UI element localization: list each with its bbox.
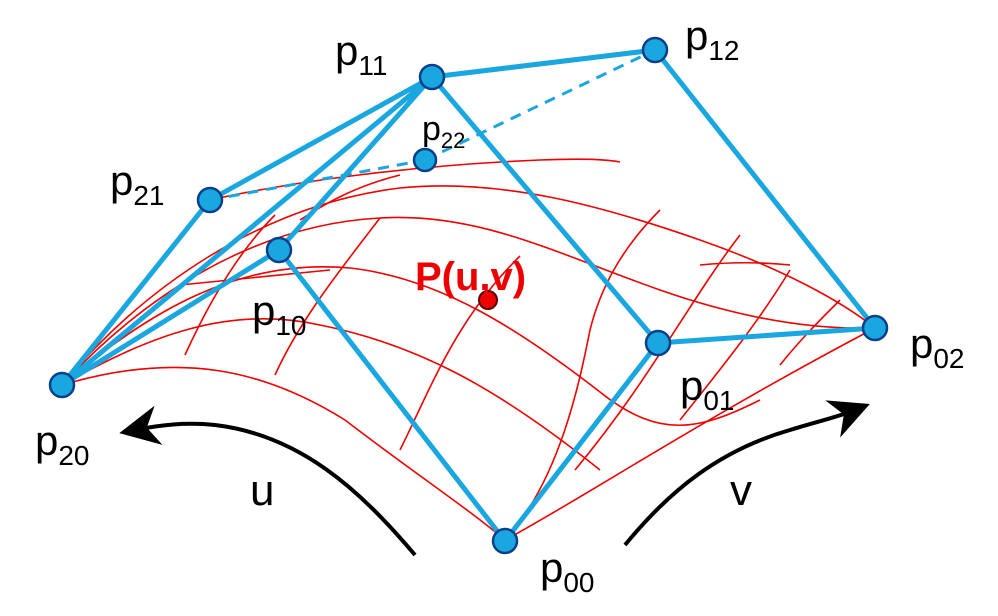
control-point-p22 bbox=[412, 147, 438, 173]
control-point-p01 bbox=[644, 329, 672, 357]
control-point-p02 bbox=[861, 314, 889, 342]
net-edge-p01-p11 bbox=[429, 74, 661, 346]
surface-iso-v-2 bbox=[399, 255, 521, 451]
net-edge-p01-p02 bbox=[655, 325, 878, 346]
control-point-p11 bbox=[418, 63, 446, 91]
v-direction-arrow bbox=[623, 400, 870, 547]
surface-iso-v-9 bbox=[179, 269, 331, 286]
control-net bbox=[59, 47, 878, 544]
surface-iso-v-5 bbox=[679, 269, 791, 421]
u-direction-arrow bbox=[119, 405, 417, 557]
net-edge-p22-p12 bbox=[424, 48, 656, 162]
surface-iso-u-1 bbox=[61, 317, 601, 471]
surface-mesh bbox=[61, 158, 876, 541]
surface-point-label: P(u,v) bbox=[415, 255, 526, 299]
surface-iso-v-3 bbox=[504, 209, 661, 541]
label-p00: p00 bbox=[540, 544, 595, 598]
net-edge-p00-p10 bbox=[276, 247, 508, 544]
label-p21: p21 bbox=[110, 157, 165, 211]
label-p11: p11 bbox=[335, 27, 387, 81]
net-edge-p10-p20 bbox=[59, 247, 282, 388]
surface-iso-v-1 bbox=[274, 217, 381, 376]
net-edge-p10-p11 bbox=[276, 74, 435, 253]
control-point-p21 bbox=[196, 186, 224, 214]
net-edge-p21-p11 bbox=[207, 74, 435, 203]
net-edge-p00-p01 bbox=[502, 340, 661, 544]
surface-iso-u-2 bbox=[61, 266, 761, 427]
control-point-p00 bbox=[491, 527, 519, 555]
label-p01: p01 bbox=[680, 362, 735, 416]
u-direction-label: u bbox=[250, 466, 274, 515]
v-direction-label: v bbox=[730, 466, 752, 515]
control-point-p10 bbox=[265, 236, 293, 264]
net-edge-p02-p12 bbox=[652, 47, 878, 331]
net-edge-p20-p11 bbox=[59, 74, 435, 388]
surface-boundary-front bbox=[61, 327, 876, 541]
net-edge-p11-p12 bbox=[429, 47, 658, 80]
label-p02: p02 bbox=[910, 320, 965, 374]
control-point-p12 bbox=[641, 36, 669, 64]
net-edge-p20-p21 bbox=[59, 197, 213, 388]
control-point-p20 bbox=[48, 371, 76, 399]
control-points bbox=[48, 36, 889, 555]
label-p22: p22 bbox=[422, 110, 465, 153]
control-net-hidden bbox=[209, 48, 656, 202]
label-p10: p10 bbox=[252, 287, 307, 341]
label-p20: p20 bbox=[35, 417, 90, 471]
surface-iso-v-7 bbox=[184, 214, 276, 356]
surface-point-marker bbox=[478, 290, 498, 310]
surface-iso-v-10 bbox=[699, 261, 791, 266]
control-point-labels: p00 p01 p02 p10 p11 p12 p20 p21 p22 bbox=[35, 12, 965, 598]
label-p12: p12 bbox=[685, 12, 740, 66]
direction-arrows bbox=[119, 400, 870, 557]
